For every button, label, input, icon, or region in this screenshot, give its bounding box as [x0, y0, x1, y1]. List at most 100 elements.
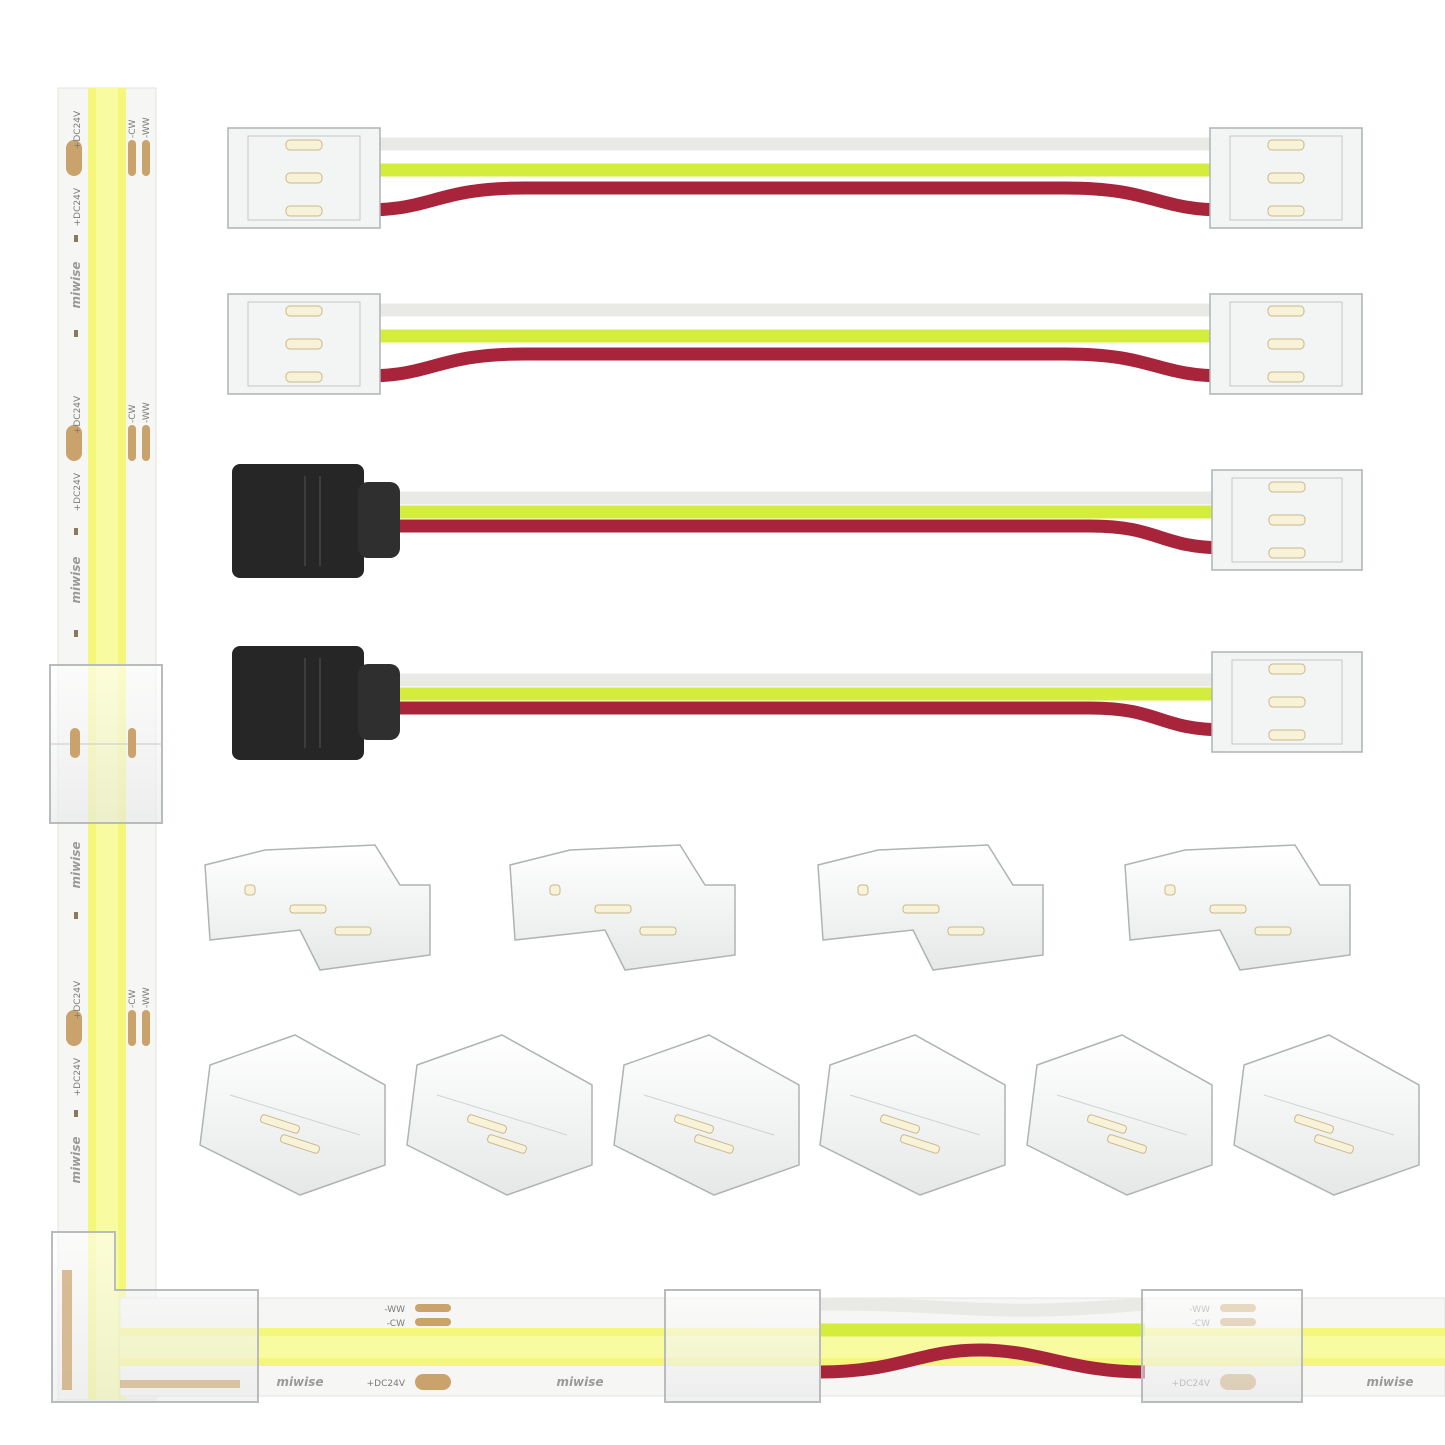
connector-frame — [1231, 659, 1343, 745]
l-shape-connector — [509, 844, 736, 971]
contact — [1107, 1134, 1147, 1154]
copper-pad — [415, 1304, 451, 1312]
red-wire — [395, 519, 1226, 555]
clip-connector — [1211, 651, 1363, 753]
brand-logo-text: miwise — [69, 1136, 83, 1183]
contact — [902, 904, 940, 914]
copper-pad — [66, 425, 82, 461]
contact — [1268, 481, 1306, 493]
contact — [1314, 1134, 1354, 1154]
voltage-label: +DC24V — [73, 187, 83, 226]
copper-pad — [128, 140, 136, 176]
connector-body — [1233, 1034, 1420, 1196]
straight-connector — [199, 1034, 386, 1196]
connector-edge — [643, 1094, 775, 1136]
copper-pad — [66, 1010, 82, 1046]
contact — [285, 205, 323, 217]
contact — [285, 139, 323, 151]
double-ended-cable — [227, 293, 1363, 395]
red-wire — [395, 701, 1226, 737]
contact — [857, 884, 869, 896]
contact — [285, 371, 323, 383]
copper-pad — [128, 1010, 136, 1046]
contact — [694, 1134, 734, 1154]
voltage-label: +DC24V — [73, 110, 83, 149]
contact — [285, 305, 323, 317]
contact — [1267, 371, 1305, 383]
double-ended-cable — [227, 127, 1363, 229]
red-wire — [364, 181, 1226, 217]
contact — [260, 1114, 300, 1134]
contact — [900, 1134, 940, 1154]
contact — [1268, 514, 1306, 526]
clip-connector — [1209, 293, 1363, 395]
clip-connector — [1211, 469, 1363, 571]
l-shape-connectors — [204, 844, 1351, 971]
contact — [1087, 1114, 1127, 1134]
plug-cable — [232, 464, 1363, 578]
contact — [674, 1114, 714, 1134]
black-plug-strain-relief — [358, 664, 400, 740]
l-shape-connector — [204, 844, 431, 971]
cable-connectors — [227, 127, 1363, 760]
contact — [467, 1114, 507, 1134]
contact — [549, 884, 561, 896]
contact — [594, 904, 632, 914]
contact — [1268, 663, 1306, 675]
clip-connector — [227, 293, 381, 395]
contact — [639, 926, 677, 936]
brand-logo-text: miwise — [556, 1375, 603, 1389]
voltage-label: +DC24V — [73, 395, 83, 434]
cold-white-label: -CW — [128, 404, 138, 423]
contact — [285, 172, 323, 184]
connector-body — [613, 1034, 800, 1196]
l-corner-connector — [51, 1231, 259, 1403]
vertical-inline-connector — [49, 664, 163, 824]
solder-mark — [74, 912, 78, 919]
clip-connector — [227, 127, 381, 229]
brand-logo-text: miwise — [69, 556, 83, 603]
copper-pad — [415, 1318, 451, 1326]
straight-connectors — [199, 1034, 1420, 1196]
copper-pad — [142, 1010, 150, 1046]
black-plug-body — [232, 646, 364, 760]
plug-cable — [232, 646, 1363, 760]
bottom-jumper-cable — [664, 1289, 1303, 1403]
cold-white-label: -CW — [387, 1319, 406, 1329]
contact — [880, 1114, 920, 1134]
contact — [334, 926, 372, 936]
contact — [1267, 172, 1305, 184]
connector-body — [199, 1034, 386, 1196]
contact — [244, 884, 256, 896]
copper-pad — [66, 140, 82, 176]
connector-body — [406, 1034, 593, 1196]
brand-logo-text: miwise — [69, 841, 83, 888]
contact — [285, 338, 323, 350]
brand-logo-text: miwise — [276, 1375, 323, 1389]
connector-body — [819, 1034, 1006, 1196]
connector-edge — [1263, 1094, 1395, 1136]
black-plug-strain-relief — [358, 482, 400, 558]
contact — [1268, 729, 1306, 741]
warm-white-label: -WW — [142, 987, 152, 1008]
straight-connector — [613, 1034, 800, 1196]
connector-edge — [849, 1094, 981, 1136]
contact — [1267, 305, 1305, 317]
copper-pad — [142, 140, 150, 176]
red-wire — [364, 347, 1226, 383]
black-plug-body — [232, 464, 364, 578]
contact — [1209, 904, 1247, 914]
contact — [947, 926, 985, 936]
connector-edge — [436, 1094, 568, 1136]
warm-white-label: -WW — [384, 1305, 405, 1315]
brand-logo-text: miwise — [69, 261, 83, 308]
contact — [1268, 547, 1306, 559]
solder-mark — [74, 235, 78, 242]
connector-edge — [229, 1094, 361, 1136]
contact — [289, 904, 327, 914]
brand-logo-text: miwise — [1366, 1375, 1413, 1389]
connector-edge — [1056, 1094, 1188, 1136]
contact — [1267, 338, 1305, 350]
straight-connector — [406, 1034, 593, 1196]
